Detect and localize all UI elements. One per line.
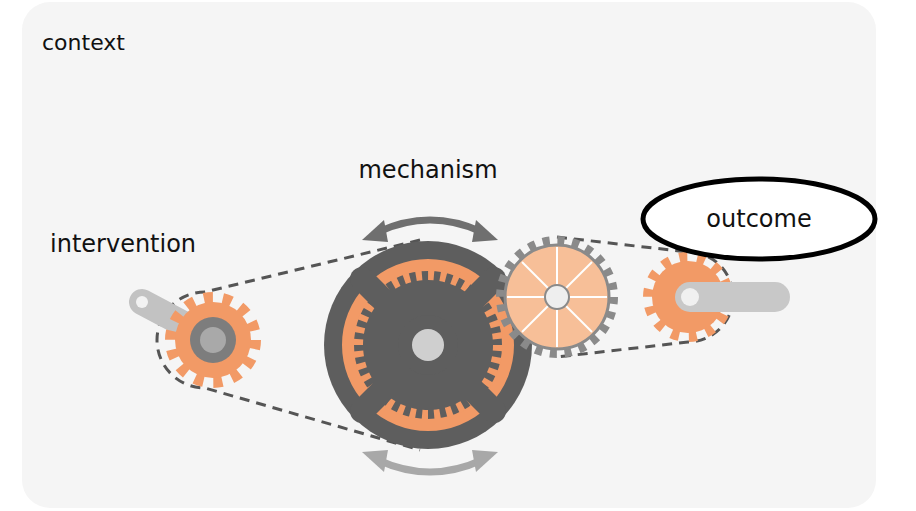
chain xyxy=(157,237,733,450)
rotation-arrow xyxy=(362,220,498,472)
part-label: mechanism xyxy=(358,156,497,184)
context-heading: context xyxy=(42,30,125,55)
output-arm xyxy=(690,282,775,312)
transfer-gear xyxy=(501,241,613,353)
input-gear xyxy=(171,298,255,382)
context-panel: context mechanism intervention outcome xyxy=(22,2,876,508)
mechanism-wheel xyxy=(324,241,532,449)
part-label: intervention xyxy=(50,230,196,258)
outcome-ellipse: outcome xyxy=(640,176,878,262)
outcome-text: outcome xyxy=(706,205,811,233)
